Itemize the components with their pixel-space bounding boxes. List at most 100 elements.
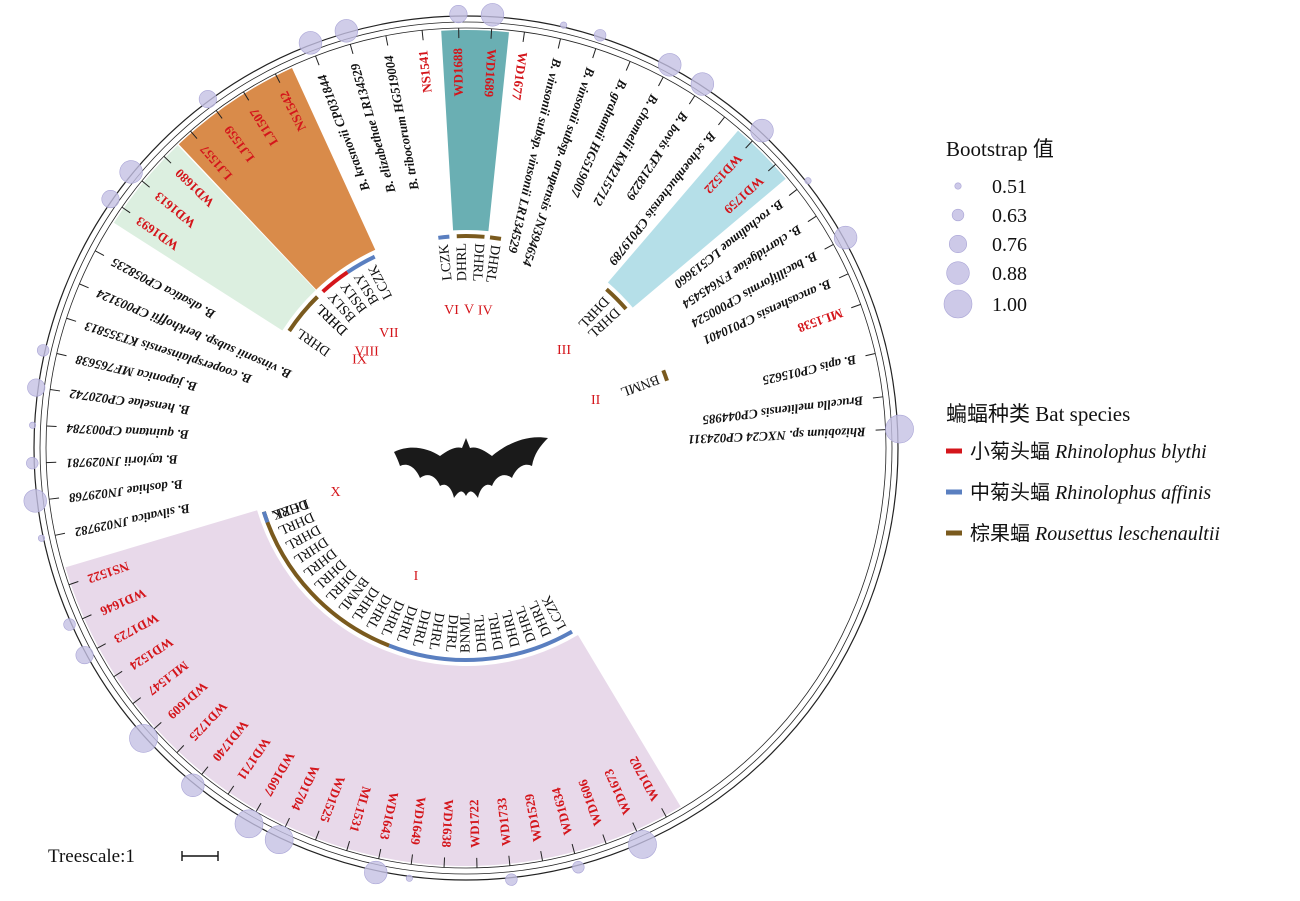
tip-branch [56, 353, 67, 357]
bootstrap-legend-bubble [954, 182, 962, 190]
bat-arc-IV [489, 235, 502, 241]
bat-arc-I [388, 629, 573, 662]
bootstrap-bubble [298, 31, 323, 55]
bootstrap-bubble [181, 773, 205, 797]
tip-branch [284, 817, 290, 828]
bootstrap-bubble [75, 646, 94, 665]
bootstrap-bubble [560, 21, 568, 29]
bootstrap-bubble [885, 414, 914, 444]
leaf-label: B. taylorii JN029781 [66, 452, 179, 471]
tip-branch [315, 55, 320, 66]
tip-branch [571, 843, 576, 854]
tip-branch [658, 76, 664, 87]
bat-arc-VI [438, 234, 450, 240]
bootstrap-bubble [264, 825, 294, 855]
bat-arc-V [456, 234, 485, 239]
tip-branch [79, 283, 89, 289]
tip-branch [66, 317, 77, 322]
tip-branch [807, 215, 817, 223]
tip-branch [315, 830, 320, 841]
leaf-label: WD1722 [466, 799, 482, 848]
bootstrap-bubble [658, 53, 682, 77]
bootstrap-bubble [63, 618, 76, 631]
tip-branch [443, 857, 446, 868]
tree-branches [33, 15, 899, 881]
leaf-label: WD1689 [481, 48, 499, 98]
tip-branch [625, 61, 631, 71]
bootstrap-bubbles [23, 3, 914, 886]
bootstrap-legend-bubble [948, 234, 968, 254]
leaf-label: WD1649 [408, 796, 429, 846]
bootstrap-legend: Bootstrap 值 0.510.630.760.881.00 [943, 137, 1054, 319]
bootstrap-bubble [750, 118, 774, 143]
clade-highlight-sectors [65, 29, 786, 866]
tip-branch [838, 273, 849, 279]
bootstrap-bubble [405, 874, 413, 882]
backbone-ring-1 [39, 21, 893, 875]
clade-numeral: VI [444, 303, 459, 318]
clade-sector-III [607, 130, 786, 308]
tip-branch [378, 848, 382, 859]
bootstrap-bubble [23, 489, 47, 513]
clade-sector-VII [178, 67, 376, 290]
tip-branch [153, 721, 162, 730]
clade-numeral: IV [478, 304, 493, 319]
site-label: DHRL [482, 244, 502, 284]
tip-branch [522, 32, 525, 43]
tip-branch [243, 91, 250, 101]
tip-branch [421, 30, 424, 41]
leaf-label: NS1541 [415, 50, 434, 94]
bootstrap-bubble [364, 860, 388, 885]
leaf-label: WD1638 [439, 799, 457, 849]
clade-sector-V [441, 29, 509, 232]
tip-branch [410, 854, 413, 865]
tip-branch [82, 614, 92, 620]
tip-branch [788, 189, 798, 196]
site-label: DHRL [455, 243, 471, 281]
leaf-label: B. henselae CP020742 [68, 386, 191, 418]
tip-branch [540, 851, 544, 862]
bootstrap-bubble [29, 421, 37, 429]
clade-numeral: III [557, 343, 571, 358]
tip-branch [872, 396, 883, 399]
clade-numeral: IX [352, 352, 367, 367]
tip-branch [824, 243, 834, 250]
bootstrap-bubble [198, 90, 217, 109]
site-label: DHRL [469, 243, 486, 282]
tip-branch [201, 766, 209, 775]
bat-legend-label: 小菊头蝠 Rhinolophus blythi [970, 440, 1207, 463]
bootstrap-bubble [129, 724, 158, 753]
tip-branch [50, 389, 61, 392]
clade-sector-IX [113, 145, 316, 331]
bootstrap-legend-value: 0.76 [992, 234, 1027, 256]
tip-branch [176, 745, 185, 754]
bootstrap-bubble [628, 830, 657, 859]
tip-branch [349, 44, 354, 55]
tip-branch [745, 140, 753, 149]
tip-branch [68, 581, 79, 586]
tip-branch [508, 855, 511, 866]
bootstrap-bubble [26, 456, 39, 470]
site-label: BNML [458, 613, 473, 653]
bootstrap-bubble [36, 344, 50, 357]
leaf-label: ML1538 [795, 306, 845, 336]
bat-species-arcs [261, 234, 669, 662]
clade-numeral: VIII [355, 344, 379, 359]
tip-branch [592, 48, 597, 59]
tip-branch [113, 670, 123, 678]
bootstrap-bubble [27, 378, 46, 397]
clade-numeral: X [330, 485, 340, 500]
bootstrap-bubble [119, 160, 143, 184]
tree-scale-label: Treescale:1 [48, 846, 135, 867]
bat-arc-VII [321, 270, 349, 294]
site-label: LCZK [437, 243, 456, 281]
tip-branch [865, 353, 876, 357]
bat-legend-title: 蝙蝠种类 Bat species [946, 402, 1130, 426]
tip-branch [190, 130, 198, 139]
bootstrap-bubble [593, 29, 607, 42]
bootstrap-bubble [804, 177, 812, 185]
bootstrap-bubble [101, 190, 120, 209]
tip-branch [141, 180, 150, 188]
